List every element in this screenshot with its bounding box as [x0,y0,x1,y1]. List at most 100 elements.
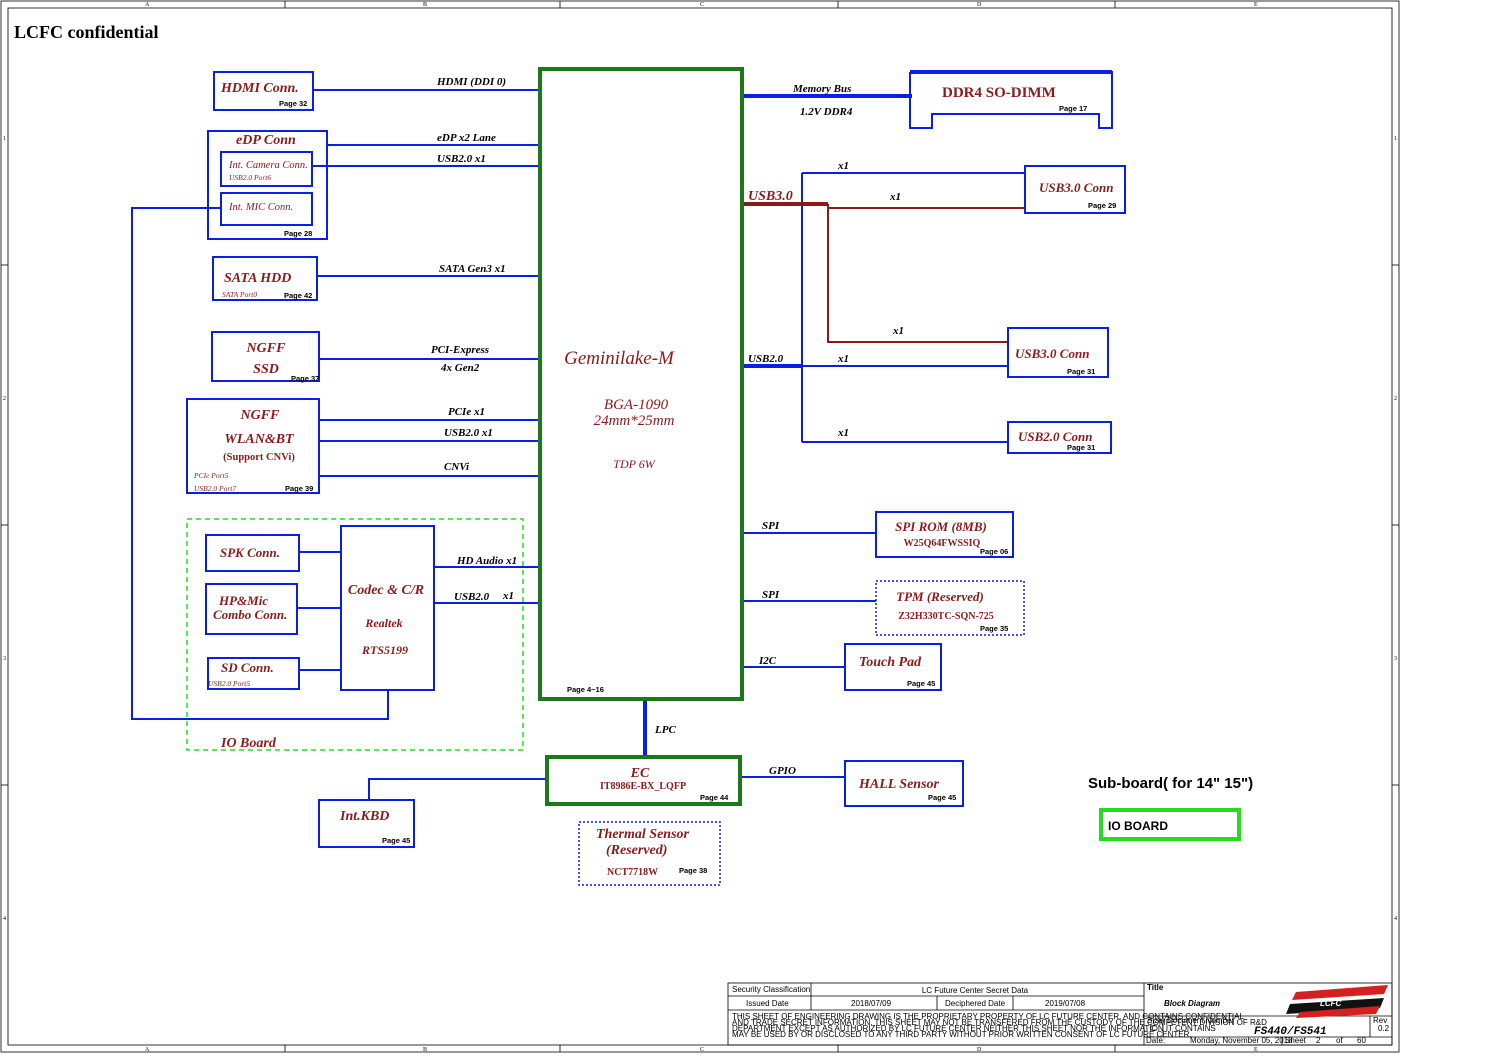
sata-sub: SATA Port0 [222,290,257,299]
wlan-page: Page 39 [285,484,313,493]
border-column-labels: A B C D E A B C D E 1 2 3 4 1 2 3 4 [3,2,1397,1053]
cpu-page: Page 4~16 [567,685,604,694]
row-label: 1 [1394,136,1397,142]
hp-title-2: Combo Conn. [213,607,287,622]
int-camera-connector[interactable]: Int. Camera Conn. USB2.0 Port6 [220,151,313,187]
col-label: C [700,1047,704,1053]
hdmi-connector[interactable]: HDMI Conn. Page 32 [213,71,314,111]
lcfc-logo: LCFC [1286,985,1388,1018]
diagram-title: Block Diagram [1164,999,1220,1008]
cpu-package: BGA-1090 [604,397,669,413]
of-label: of [1336,1036,1343,1045]
date-value: Monday, November 05, 2018 [1190,1036,1293,1045]
edp-bus-label: eDP x2 Lane [437,132,496,144]
kbd-page: Page 45 [382,836,410,845]
row-label: 2 [3,396,6,402]
lpc-bus-label: LPC [654,724,676,736]
usb-x1-label: x1 [837,353,849,365]
touchpad-page: Page 45 [907,679,935,688]
camera-title: Int. Camera Conn. [228,160,308,171]
sd-sub: USB2.0 Port5 [208,679,250,688]
codec-part: RTS5199 [361,643,408,657]
ec-page: Page 44 [700,793,729,802]
spi-rom-part: W25Q64FWSSIQ [904,538,981,549]
col-label: A [145,1047,150,1053]
rev-value: 0.2 [1378,1024,1390,1033]
hall-title: HALL Sensor [858,777,940,792]
sd-connector[interactable]: SD Conn. USB2.0 Port5 [207,657,300,690]
cpu-block[interactable]: Geminilake-M BGA-1090 24mm*25mm TDP 6W P… [538,67,744,701]
ngff-ssd-connector[interactable]: NGFF SSD Page 37 [211,331,320,383]
io-usb-bus-x1: x1 [502,590,514,602]
notice-line: AND TRADE SECRET INFORMATION. THIS SHEET… [732,1018,1267,1027]
title-block: Security Classification LC Future Center… [727,982,1393,1046]
wlan-sub-2: USB2.0 Port7 [194,484,236,493]
ssd-bus-label-1: PCI-Express [431,344,489,356]
cpu-name: Geminilake-M [564,348,675,369]
of-value: 60 [1357,1036,1366,1045]
security-classification-label: Security Classification [732,985,810,994]
io-usb-bus-label: USB2.0 [454,591,490,603]
ec-chip[interactable]: EC IT8986E-BX_LQFP Page 44 [545,755,742,806]
thermal-sensor[interactable]: Thermal Sensor (Reserved) NCT7718W Page … [578,821,721,886]
spi-rom[interactable]: SPI ROM (8MB) W25Q64FWSSIQ Page 06 [875,511,1014,558]
usb3-conn-1-title: USB3.0 Conn [1039,180,1113,195]
touchpad-title: Touch Pad [859,655,922,670]
int-mic-connector[interactable]: Int. MIC Conn. [220,192,313,226]
usb2-connector[interactable]: USB2.0 Conn Page 31 [1007,421,1112,454]
col-label: D [977,2,982,8]
ngff-wlan-bt-connector[interactable]: NGFF WLAN&BT (Support CNVi) PCIe Port5 U… [186,398,320,494]
hp-title-1: HP&Mic [218,593,268,608]
edp-connector[interactable]: eDP Conn Page 28 [207,130,328,240]
ddr-voltage-label: 1.2V DDR4 [800,106,853,118]
notice-line: MAY BE USED BY OR DISCLOSED TO ANY THIRD… [732,1030,1192,1039]
tpm-page: Page 35 [980,624,1008,633]
io-board-legend-label: IO BOARD [1108,819,1168,833]
usb3-bus-label: USB3.0 [748,189,793,204]
thermal-title-1: Thermal Sensor [596,827,690,842]
spk-connector[interactable]: SPK Conn. [205,534,300,572]
sata-hdd-connector[interactable]: SATA HDD SATA Port0 Page 42 [212,256,318,301]
spi-bus-label: SPI [762,520,780,532]
col-label: C [700,2,704,8]
hp-mic-combo-connector[interactable]: HP&Mic Combo Conn. [205,583,298,635]
row-label: 3 [3,656,6,662]
row-label: 4 [1394,916,1397,922]
ssd-title-2: SSD [253,362,279,377]
hdmi-title: HDMI Conn. [220,81,299,96]
usb2-conn-page: Page 31 [1067,443,1095,452]
usb3-connector-2[interactable]: USB3.0 Conn Page 31 [1007,327,1109,378]
codec-card-reader-chip[interactable]: Codec & C/R Realtek RTS5199 [340,525,435,691]
ddr-title: DDR4 SO-DIMM [942,85,1056,101]
ec-title: EC [630,766,650,781]
spi-rom-page: Page 06 [980,547,1008,556]
col-label: E [1254,2,1258,8]
subboard-title: Sub-board( for 14" 15") [1088,775,1253,792]
internal-keyboard[interactable]: Int.KBD Page 45 [318,799,415,848]
col-label: B [423,1047,427,1053]
row-label: 4 [3,916,6,922]
title-label: Title [1147,983,1164,992]
issued-date: 2018/07/09 [851,999,892,1008]
thermal-part: NCT7718W [607,867,658,878]
codec-vendor: Realtek [364,616,402,630]
camera-sub: USB2.0 Port6 [229,173,271,182]
sata-bus-label: SATA Gen3 x1 [439,263,506,275]
row-label: 2 [1394,396,1397,402]
tpm-chip[interactable]: TPM (Reserved) Z32H330TC-SQN-725 Page 35 [875,580,1025,636]
sd-title: SD Conn. [221,660,274,675]
thermal-page: Page 38 [679,866,707,875]
hall-sensor[interactable]: HALL Sensor Page 45 [844,760,964,807]
i2c-bus-label: I2C [758,655,777,667]
io-board-label: IO Board [220,736,277,751]
usb3-connector-1[interactable]: USB3.0 Conn Page 29 [1024,165,1126,214]
touch-pad[interactable]: Touch Pad Page 45 [844,643,942,691]
deciphered-date-label: Deciphered Date [945,999,1006,1008]
size-value: C [1150,1024,1156,1033]
ddr4-sodimm[interactable]: DDR4 SO-DIMM Page 17 [909,70,1113,129]
hall-page: Page 45 [928,793,956,802]
usb3-conn-2-title: USB3.0 Conn [1015,346,1089,361]
edp-usb-bus-label: USB2.0 x1 [437,153,486,165]
confidential-header: LCFC confidential [14,22,159,42]
deciphered-date: 2019/07/08 [1045,999,1086,1008]
